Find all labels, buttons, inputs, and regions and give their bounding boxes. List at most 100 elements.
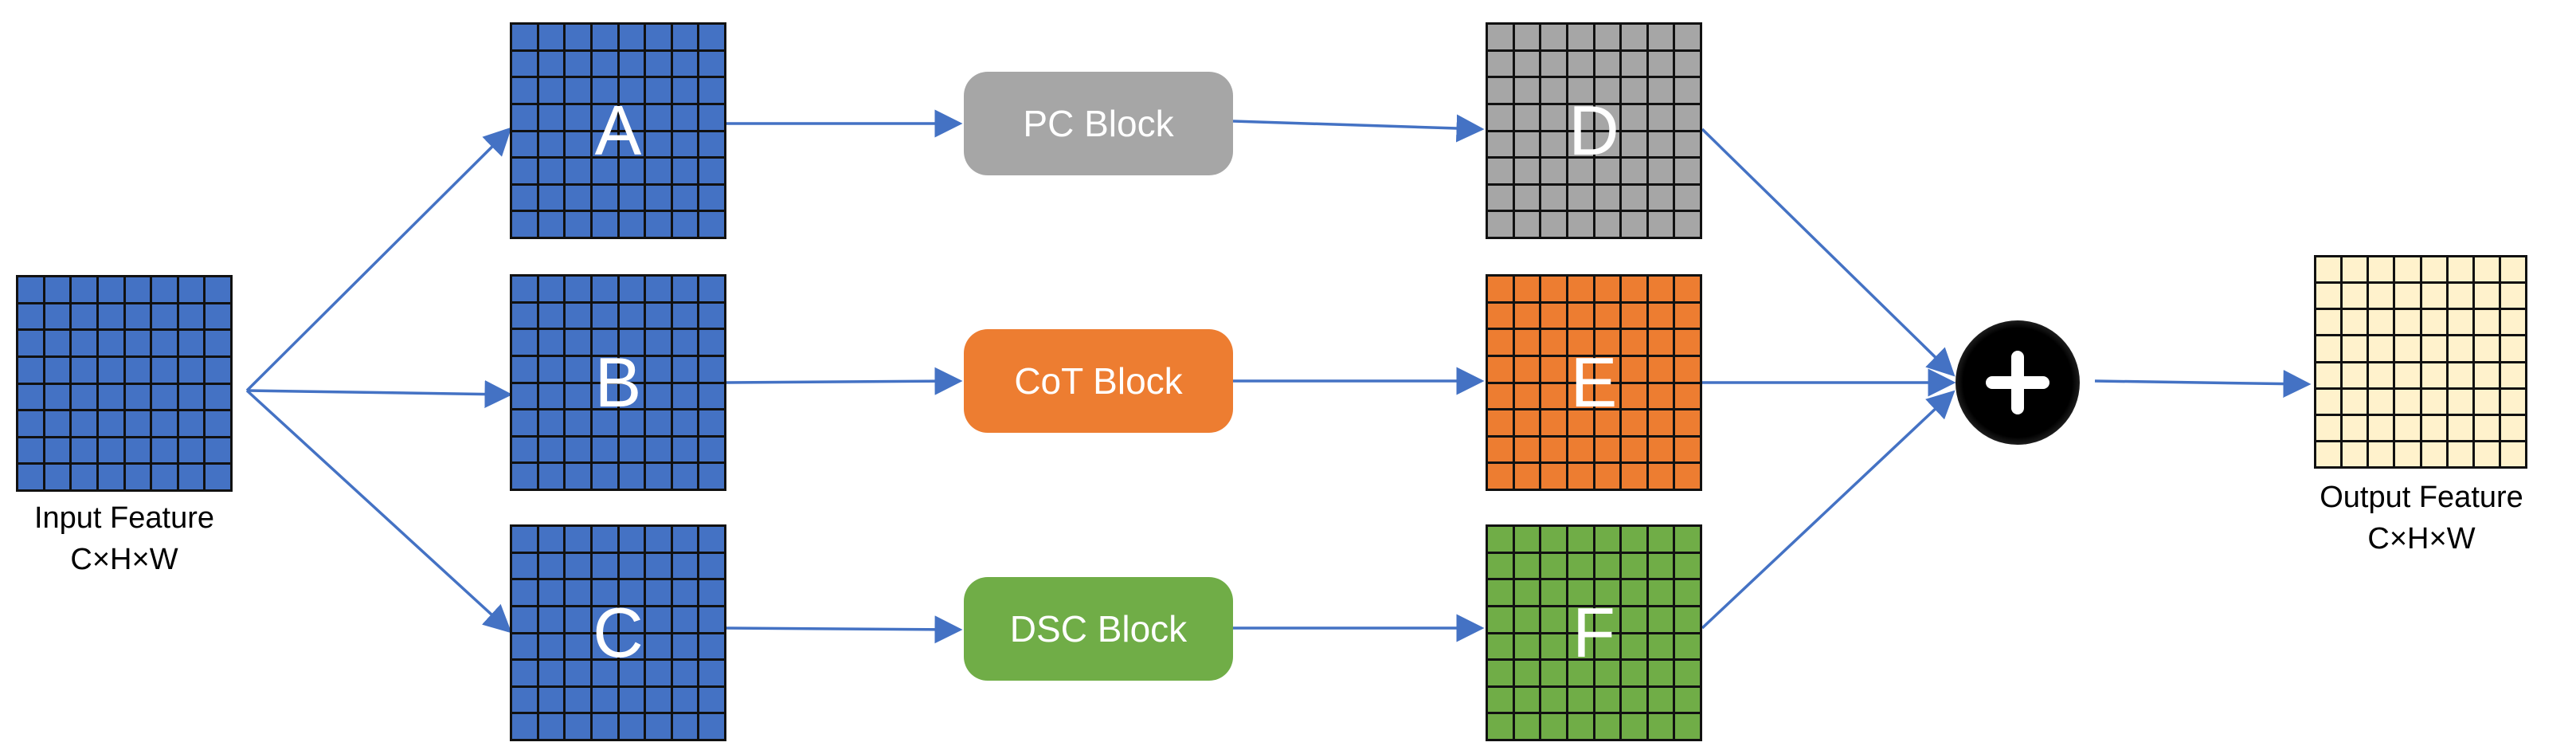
grid-cell [1595,303,1620,328]
grid-cell [1595,687,1620,713]
grid-cell [1541,464,1566,489]
grid-cell [1622,356,1646,382]
grid-cell [18,331,43,355]
grid-cell [566,25,590,49]
grid-cell [125,384,151,410]
grid-cell [619,464,644,489]
grid-cell [699,661,724,685]
grid-cell [2343,415,2367,440]
grid-cell [2448,310,2472,335]
grid-cell [1514,132,1540,157]
grid-cell [178,465,204,489]
grid-cell [566,78,590,103]
grid-cell [619,185,644,210]
grid-cell [566,527,590,552]
grid-cell [1514,104,1540,130]
grid-cell [1541,634,1566,659]
grid-cell [1595,464,1620,489]
grid-cell [1541,607,1566,632]
grid-cell [699,464,724,489]
grid-cell [206,304,230,329]
grid-cell [152,331,177,355]
grid-cell [1568,714,1593,739]
grid-cell [125,304,151,329]
grid-cell [1514,212,1540,237]
grid-cell [1622,330,1646,355]
grid-cell [1675,464,1700,489]
grid-cell [1622,277,1646,301]
grid-cell [72,277,96,302]
arrow-input-to-a [245,127,512,392]
grid-cell [1568,212,1593,237]
grid-cell [646,607,671,632]
grid-cell [566,303,590,328]
grid-cell [1648,553,1674,579]
grid-cell [512,634,537,659]
grid-cell [152,438,177,463]
grid-cell [1488,383,1513,409]
grid-cell [2448,336,2472,361]
grid-cell [1648,410,1674,435]
grid-cell [18,304,43,329]
grid-cell [1541,383,1566,409]
grid-cell [1595,437,1620,462]
grid-cell [125,411,151,436]
grid-cell [2316,363,2341,387]
grid-cell [699,687,724,713]
grid-cell [1514,661,1540,685]
grid-cell [619,159,644,183]
grid-cell [1648,661,1674,685]
grid-cell [2421,284,2446,308]
input-feature-dims: C×H×W [70,543,178,576]
grid-cell [98,411,123,436]
grid-cell [2474,284,2499,308]
grid-cell [1648,437,1674,462]
grid-cell [566,437,590,462]
grid-cell [152,384,177,410]
grid-cell [1568,185,1593,210]
grid-cell [619,356,644,382]
grid-cell [1675,580,1700,605]
arrow-d-to-sum [1701,128,1955,377]
grid-cell [206,411,230,436]
grid-cell [1568,159,1593,183]
grid-cell [2500,389,2525,414]
grid-cell [1648,580,1674,605]
grid-cell [646,410,671,435]
grid-cell [98,357,123,383]
grid-cell [1488,185,1513,210]
grid-cell [1675,687,1700,713]
grid-e: E [1486,274,1702,491]
grid-cell [1622,132,1646,157]
grid-cell [2395,442,2420,466]
arrow-c-to-dsc [726,615,963,644]
grid-cell [1648,383,1674,409]
input-feature-label: Input Feature C×H×W [5,497,244,580]
grid-cell [1675,159,1700,183]
grid-cell [1622,25,1646,49]
grid-cell [206,438,230,463]
grid-cell [512,356,537,382]
grid-cell [1675,277,1700,301]
grid-cell [699,51,724,77]
grid-cell [619,104,644,130]
grid-cell [592,104,617,130]
grid-cell [1541,330,1566,355]
grid-cell [538,25,564,49]
grid-cell [619,277,644,301]
grid-cell [672,78,698,103]
grid-cell [538,356,564,382]
grid-cell [512,212,537,237]
grid-cell [1648,277,1674,301]
grid-cell [1514,580,1540,605]
grid-cell [538,607,564,632]
grid-cell [646,383,671,409]
grid-cell [538,303,564,328]
grid-cell [592,383,617,409]
grid-cell [512,51,537,77]
grid-cell [566,277,590,301]
grid-cell [619,212,644,237]
grid-cell [512,277,537,301]
grid-cell [1514,383,1540,409]
grid-cell [1488,277,1513,301]
